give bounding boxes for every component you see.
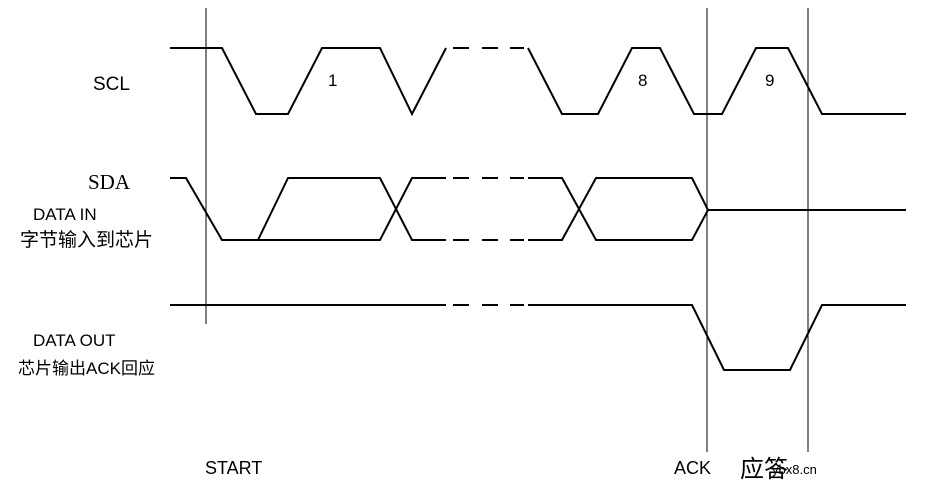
data-in-cn-label: 字节输入到芯片 [20,229,153,251]
data-in-label: DATA IN [33,205,97,224]
data-out-line-right [528,304,906,371]
scl-label: SCL [93,74,130,95]
ack-cn-label: 应答 [740,456,788,483]
sda-line-lower-a [258,177,446,241]
sda-label: SDA [88,170,131,194]
start-label: START [205,458,262,478]
sda-line-upper-b [528,177,709,241]
sda-line-upper-a [170,177,446,241]
watermark-text: ybx8.cn [772,462,817,477]
scl-waveform-left [170,47,447,117]
clock-pulse-8-label: 8 [638,71,647,90]
ack-label: ACK [674,458,711,478]
scl-waveform-right [527,47,906,115]
data-out-label: DATA OUT [33,331,116,350]
clock-pulse-1-label: 1 [328,71,337,90]
data-out-cn-label: 芯片输出ACK回应 [18,359,155,378]
clock-pulse-9-label: 9 [765,71,774,90]
sda-line-lower-b [528,177,906,241]
